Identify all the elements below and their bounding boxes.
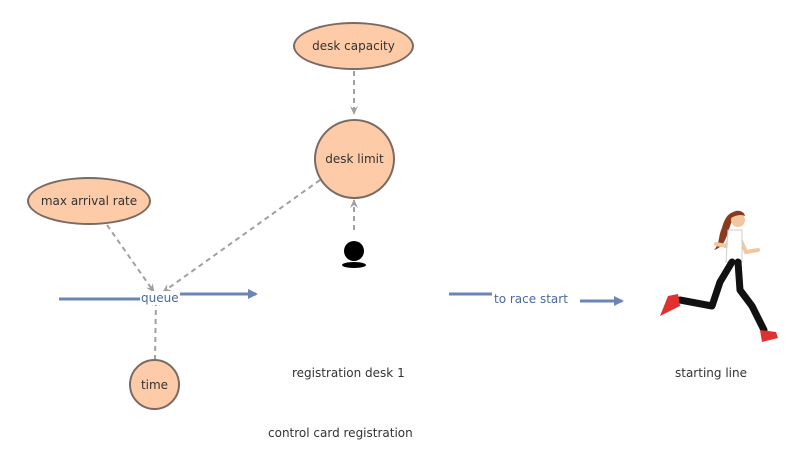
link-time-to-queue bbox=[151, 297, 160, 361]
queue-flow-label: queue bbox=[140, 291, 180, 305]
starting-line-label: starting line bbox=[675, 366, 747, 380]
runner-icon bbox=[660, 210, 778, 342]
desk-limit-node[interactable]: desk limit bbox=[314, 119, 395, 199]
max-arrival-rate-label: max arrival rate bbox=[40, 194, 138, 208]
person-icon bbox=[342, 241, 366, 268]
race-start-flow-label: to race start bbox=[493, 292, 569, 306]
max-arrival-rate-node[interactable]: max arrival rate bbox=[27, 177, 151, 225]
time-label: time bbox=[140, 377, 169, 392]
link-limit-to-queue bbox=[162, 179, 321, 293]
link-arrival-to-queue bbox=[106, 224, 155, 293]
desk-capacity-node[interactable]: desk capacity bbox=[293, 22, 414, 70]
desk-limit-label: desk limit bbox=[325, 152, 384, 166]
desk-capacity-label: desk capacity bbox=[312, 39, 395, 53]
time-node[interactable]: time bbox=[129, 359, 180, 410]
registration-desk-label: registration desk 1 bbox=[292, 366, 405, 380]
diagram-caption: control card registration bbox=[268, 426, 413, 440]
